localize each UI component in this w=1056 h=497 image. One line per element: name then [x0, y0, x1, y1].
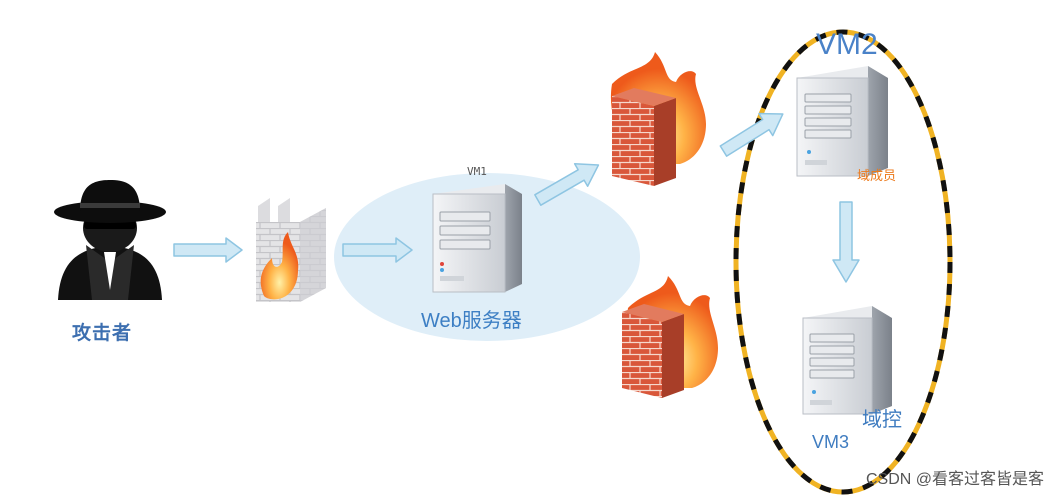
- domain-controller-label: 域控: [862, 409, 902, 431]
- arrow-firewall-to-domain-member: [719, 112, 784, 157]
- web-server-label: Web服务器: [421, 310, 522, 332]
- watermark-text: CSDN @看客过客皆是客: [865, 471, 1044, 488]
- domain-member-server-icon: [796, 66, 888, 177]
- firewall-icon: [256, 198, 326, 302]
- arrow-domain-member-to-controller: [832, 201, 860, 283]
- attacker-label: 攻击者: [72, 323, 133, 344]
- arrow-firewall-to-web-server: [342, 237, 413, 263]
- domain-member-label: 域成员: [857, 168, 897, 183]
- vm1-label: VM1: [467, 165, 487, 178]
- arrow-web-server-to-firewall: [534, 162, 600, 206]
- domain-controller-server-icon: [802, 306, 892, 415]
- firewall-icon: [622, 276, 718, 398]
- domain-boundary-ellipse: [733, 29, 953, 495]
- firewall-icon: [610, 52, 706, 186]
- vm2-label: VM2: [816, 28, 878, 61]
- vm3-label: VM3: [812, 432, 850, 452]
- web-server-icon: [432, 184, 522, 293]
- attacker-icon: [54, 180, 166, 300]
- arrow-attacker-to-firewall: [173, 237, 243, 263]
